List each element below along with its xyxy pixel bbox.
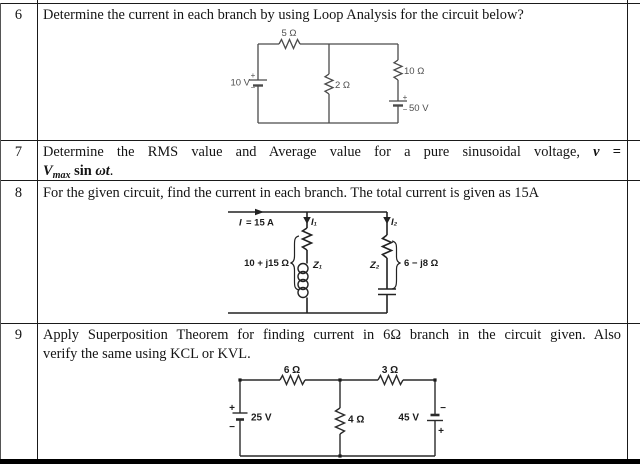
circuit-6-loop-analysis: 5 Ω 10 V + − 2 Ω 10 Ω + − 50 V (230, 28, 429, 124)
brace-right-icon (391, 240, 401, 290)
brace-left-icon (290, 235, 300, 291)
resistor-10ohm-icon (392, 59, 404, 81)
omega-t-symbol: ωt (95, 163, 110, 179)
question-number-9: 9 (14, 326, 23, 343)
label-2ohm: 2 Ω (335, 80, 350, 91)
label-5ohm: 5 Ω (281, 28, 296, 39)
minus-sign-left: − (251, 83, 256, 92)
minus-sign-25v: − (229, 422, 235, 433)
junction-dot (338, 454, 342, 458)
circuit-9-superposition: 6 Ω 3 Ω + − 25 V 4 Ω 45 V − + (229, 365, 446, 458)
label-total-current-symbol: I (239, 218, 242, 229)
question-8-text: For the given circuit, find the current … (43, 184, 540, 201)
vmax-subscript: max (52, 170, 71, 181)
resistor-2ohm-icon (323, 73, 335, 95)
row-divider-7-8 (0, 180, 640, 181)
table-border-bottom (0, 459, 640, 464)
row-divider-8-9 (0, 323, 640, 324)
question-number-6: 6 (14, 6, 23, 23)
question-7-text: Determine the RMS value and Average valu… (43, 143, 621, 186)
inductor-coil-icon (297, 270, 309, 283)
label-total-current-value: = 15 A (246, 218, 274, 229)
plus-sign-left: + (251, 71, 256, 80)
question-9-text: Apply Superposition Theorem for finding … (43, 326, 621, 365)
label-25v: 25 V (251, 413, 272, 424)
junction-dot (433, 378, 437, 382)
row-divider-6-7 (0, 140, 640, 141)
arrow-right-icon (255, 208, 264, 216)
resistor-z2-icon (380, 234, 394, 259)
label-z2-value: 6 − j8 Ω (404, 258, 439, 269)
period: . (109, 163, 114, 179)
label-50v: 50 V (409, 103, 429, 114)
sin-word: sin (74, 163, 92, 179)
question-7-line2: Vmax sin ωt. (43, 162, 621, 186)
table-border-left (0, 3, 1, 459)
minus-sign-right: − (403, 105, 408, 114)
resistor-4ohm-icon (333, 407, 347, 435)
label-i1: I₁ (311, 217, 317, 228)
inductor-coil-icon (297, 286, 309, 299)
arrow-down-i2-icon (383, 217, 391, 224)
plus-sign-45v: + (438, 426, 444, 437)
label-3ohm: 3 Ω (382, 365, 398, 376)
question-number-8: 8 (14, 184, 23, 201)
label-10ohm: 10 Ω (404, 66, 424, 77)
label-z2: Z₂ (369, 260, 380, 271)
label-i2: I₂ (391, 217, 398, 228)
label-z1: Z₁ (312, 260, 322, 271)
resistor-z1-icon (300, 227, 314, 251)
resistor-6ohm-icon (279, 373, 306, 387)
plus-sign-25v: + (229, 403, 235, 414)
junction-dot (238, 378, 242, 382)
equals-sign: = (612, 143, 621, 160)
resistor-3ohm-icon (377, 373, 404, 387)
label-6ohm: 6 Ω (284, 365, 300, 376)
inductor-coil-icon (297, 262, 309, 275)
label-4ohm: 4 Ω (348, 415, 364, 426)
question-9-line1: Apply Superposition Theorem for finding … (43, 326, 621, 343)
label-z1-value: 10 + j15 Ω (244, 258, 289, 269)
minus-sign-45v: − (440, 403, 446, 414)
junction-dot (338, 378, 342, 382)
table-border-right (627, 0, 628, 459)
q7-sentence: Determine the RMS value and Average valu… (43, 143, 580, 160)
plus-sign-right: + (403, 93, 408, 102)
voltage-symbol: v (593, 143, 600, 160)
circuit-8-parallel-impedances: I = 15 A I₁ I₂ Z₁ Z₂ 10 + j15 Ω 6 − j8 Ω (228, 208, 439, 314)
vmax-symbol: V (43, 163, 53, 179)
question-7-line1: Determine the RMS value and Average valu… (43, 143, 621, 163)
arrow-down-i1-icon (303, 217, 311, 224)
capacitor-icon (378, 288, 396, 296)
table-border-top (0, 3, 640, 4)
number-column-divider (37, 0, 38, 459)
label-10v: 10 V (230, 78, 250, 89)
question-9-line2: verify the same using KCL or KVL. (43, 346, 251, 362)
question-number-7: 7 (14, 143, 23, 160)
resistor-5ohm-icon (278, 37, 301, 51)
question-6-text: Determine the current in each branch by … (43, 6, 524, 23)
inductor-coil-icon (297, 278, 309, 291)
label-45v: 45 V (398, 413, 419, 424)
